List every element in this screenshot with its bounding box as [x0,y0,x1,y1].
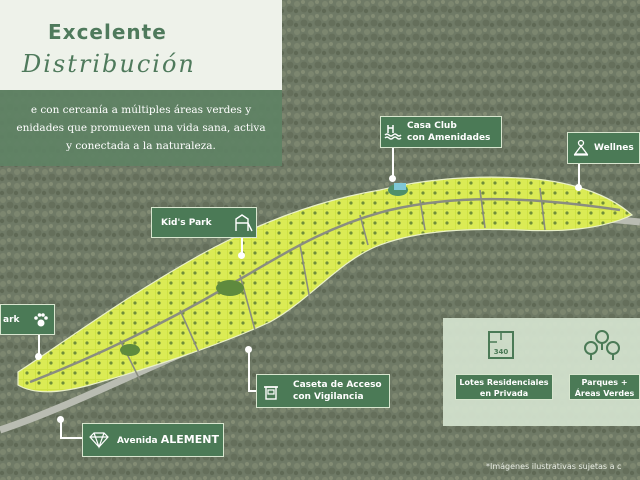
label-avenida[interactable]: Avenida ALEMENT [82,423,224,457]
label-kids-park-text: Kid's Park [161,217,212,228]
label-kids-park[interactable]: Kid's Park [151,207,257,238]
description-line-3: y conectada a la naturaleza. [66,140,216,152]
floorplan-icon: 340 [488,331,514,359]
lotes-box: Lotes Residenciales en Privada [455,374,553,400]
label-avenida-prefix: Avenida [117,435,161,446]
title-main: Excelente [48,20,167,44]
description-card: e con cercanía a múltiples áreas verdes … [0,90,282,166]
pool-icon [381,119,407,145]
paw-icon [28,307,54,333]
label-caseta[interactable]: Caseta de Acceso con Vigilancia [256,374,390,408]
meditation-icon [568,135,594,161]
title-card: Excelente Distribución [0,0,282,90]
parques-box: Parques + Áreas Verdes [569,374,640,400]
label-wellness[interactable]: Wellnes [567,132,640,164]
label-casa-club-text: Casa Club con Amenidades [407,121,491,143]
title-script: Distribución [22,50,196,78]
label-casa-club[interactable]: Casa Club con Amenidades [380,116,502,148]
disclaimer-footnote: *Imágenes ilustrativas sujetas a c [486,462,622,471]
label-dog-park-text: ark [3,314,20,325]
playground-icon [230,210,256,236]
label-avenida-name: ALEMENT [160,432,219,446]
label-caseta-text: Caseta de Acceso con Vigilancia [293,380,382,402]
diamond-icon [83,427,115,453]
label-dog-park[interactable]: ark [0,304,55,335]
label-wellness-text: Wellnes [594,143,634,153]
trees-icon [584,330,620,360]
guardhouse-icon [257,378,287,404]
amenities-panel: 340 Lotes Residenciales en Privada Parqu… [443,318,640,426]
description-line-1: e con cercanía a múltiples áreas verdes … [30,104,252,116]
lotes-icon-number: 340 [494,348,509,356]
description-line-2: enidades que promueven una vida sana, ac… [16,122,266,134]
